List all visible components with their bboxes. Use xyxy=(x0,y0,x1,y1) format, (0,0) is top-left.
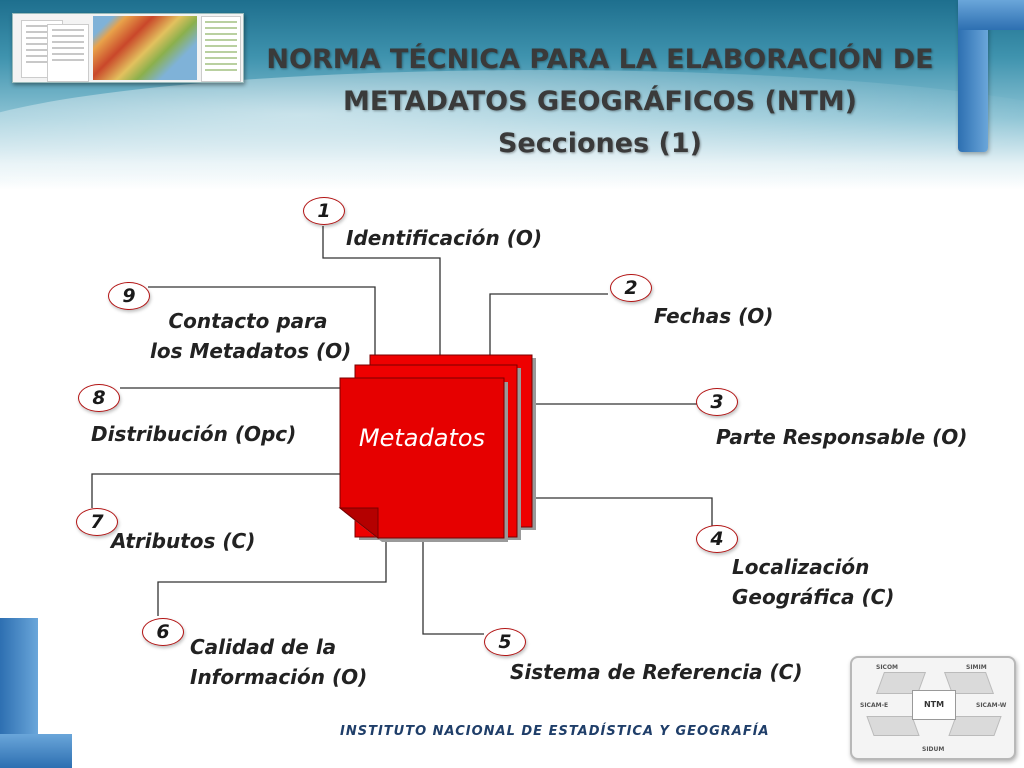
metadata-stack xyxy=(338,354,536,542)
section-2-label: Fechas (O) xyxy=(654,304,774,328)
metadata-center-label: Metadatos xyxy=(358,424,486,452)
slide-title-line-2: METADATOS GEOGRÁFICOS (NTM) xyxy=(342,86,858,117)
connector-2 xyxy=(489,293,608,358)
connector-lines xyxy=(91,226,713,635)
section-8-badge: 8 xyxy=(78,384,120,412)
section-3-badge: 3 xyxy=(696,388,738,416)
section-1-label: Identificación (O) xyxy=(346,226,543,250)
header-thumbnail-image xyxy=(12,13,244,83)
logo-center: NTM xyxy=(912,690,956,720)
stack-dog-ear xyxy=(338,507,379,540)
stack-sheet-front xyxy=(339,377,505,539)
slide-title-line-1: NORMA TÉCNICA PARA LA ELABORACIÓN DE xyxy=(266,44,934,75)
section-2-badge: 2 xyxy=(610,274,652,302)
section-9-badge: 9 xyxy=(108,282,150,310)
logo-arm-bottom-right xyxy=(948,716,1002,736)
section-3-label: Parte Responsable (O) xyxy=(716,425,968,449)
slide-subtitle: Secciones (1) xyxy=(497,128,703,159)
section-7-badge: 7 xyxy=(76,508,118,536)
logo-label-3: SICAM-E xyxy=(860,702,889,709)
logo-label-1: SICOM xyxy=(876,664,899,671)
mexico-map-thumbnail xyxy=(93,16,197,80)
connector-9 xyxy=(148,286,376,356)
logo-label-4: SICAM-W xyxy=(976,702,1007,709)
connector-6 xyxy=(157,536,387,616)
connector-5 xyxy=(422,536,484,635)
decorative-bar-bottom-left-cap xyxy=(0,734,72,768)
connector-7 xyxy=(91,473,342,508)
logo-label-2: SIMIM xyxy=(966,664,987,671)
logo-label-5: SIDUM xyxy=(922,746,945,753)
header-swoosh xyxy=(0,70,1024,220)
footer-institution-name: INSTITUTO NACIONAL DE ESTADÍSTICA Y GEOG… xyxy=(340,724,770,739)
section-7-label: Atributos (C) xyxy=(111,529,256,553)
section-4-badge: 4 xyxy=(696,525,738,553)
section-1-badge: 1 xyxy=(303,197,345,225)
section-5-label: Sistema de Referencia (C) xyxy=(510,660,803,684)
connector-1 xyxy=(322,226,441,358)
section-6-badge: 6 xyxy=(142,618,184,646)
section-8-label: Distribución (Opc) xyxy=(91,422,297,446)
ntm-logo: NTM SICOM SIMIM SICAM-E SICAM-W SIDUM xyxy=(850,656,1016,760)
connector-4 xyxy=(530,497,713,526)
decorative-bar-top-right-cap xyxy=(958,0,1024,30)
section-5-badge: 5 xyxy=(484,628,526,656)
